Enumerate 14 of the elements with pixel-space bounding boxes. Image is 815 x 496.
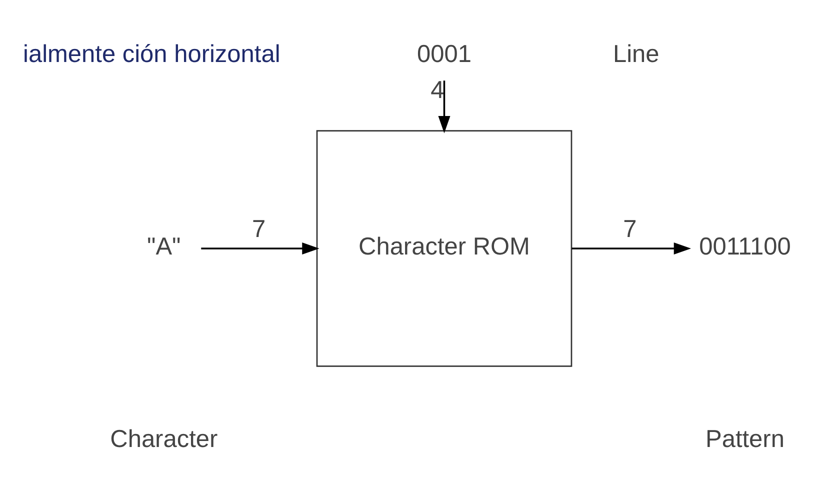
node-text: 0011100 bbox=[699, 232, 791, 260]
arrow bbox=[438, 80, 450, 133]
arrow bbox=[572, 242, 692, 254]
edge-label: 7 bbox=[252, 215, 266, 242]
label: Pattern bbox=[706, 426, 784, 453]
label: Line bbox=[612, 40, 660, 68]
label: ialmente ción horizontal bbox=[23, 40, 280, 68]
node-box: Character ROM bbox=[316, 130, 572, 366]
node-text: "A" bbox=[147, 232, 181, 260]
label: Character bbox=[110, 426, 218, 453]
arrow bbox=[201, 242, 320, 254]
edge-label: 7 bbox=[623, 215, 637, 242]
edge-label: 4 bbox=[430, 76, 444, 104]
node-text: 0001 bbox=[417, 40, 472, 68]
